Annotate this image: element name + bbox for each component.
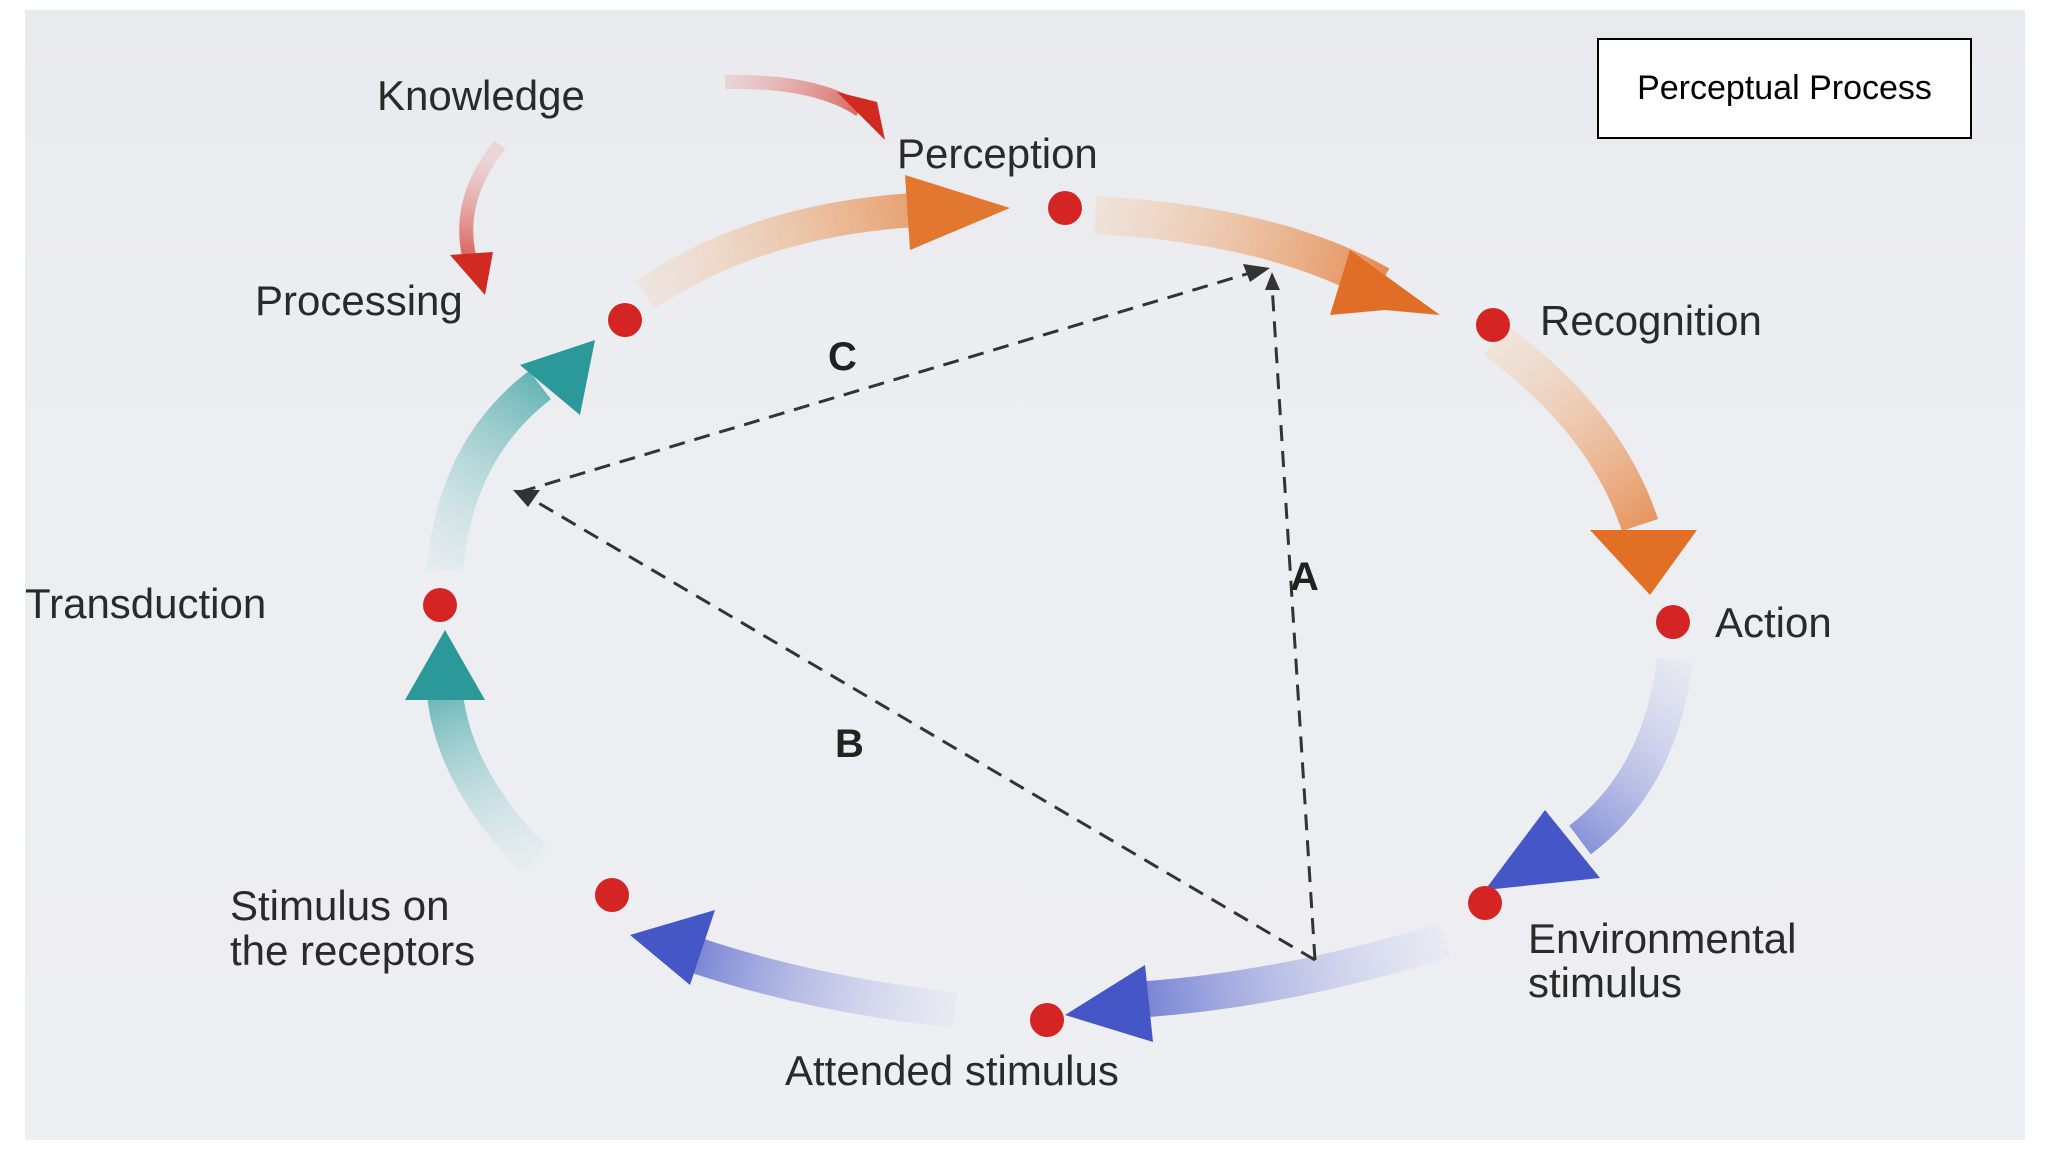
arrow-recognition-to-action [1483, 324, 1697, 595]
arrow-environmental-to-attended [1065, 922, 1451, 1042]
label-environmental-line2: stimulus [1528, 959, 1682, 1006]
label-knowledge: Knowledge [377, 72, 585, 119]
path-c-line [519, 264, 1270, 494]
label-receptors-line2: the receptors [230, 927, 475, 974]
label-receptors-line1: Stimulus on [230, 882, 449, 929]
node-transduction [423, 588, 457, 622]
node-recognition [1476, 308, 1510, 342]
path-label-b: B [835, 722, 864, 766]
path-a-line [1265, 272, 1317, 961]
label-processing: Processing [255, 277, 463, 324]
node-action [1656, 605, 1690, 639]
label-attended-stimulus: Attended stimulus [785, 1047, 1119, 1094]
label-recognition: Recognition [1540, 297, 1762, 344]
arrow-knowledge-to-processing [450, 140, 506, 295]
arrow-transduction-to-processing [427, 340, 595, 572]
path-label-a: A [1290, 555, 1319, 599]
arrow-perception-to-recognition [1093, 196, 1440, 315]
arrow-receptors-to-transduction [405, 630, 548, 873]
arrow-action-to-environmental [1485, 657, 1693, 890]
slide-title: Perceptual Process [1637, 69, 1932, 107]
path-label-c: C [828, 335, 857, 379]
label-perception: Perception [897, 130, 1098, 177]
node-perception [1048, 191, 1082, 225]
label-environmental-line1: Environmental [1528, 915, 1796, 962]
arrow-knowledge-to-perception [724, 74, 885, 140]
node-processing [608, 303, 642, 337]
label-transduction: Transduction [25, 580, 266, 627]
path-b-line [513, 490, 1316, 962]
arrow-attended-to-receptors [630, 910, 957, 1028]
perceptual-process-diagram: Knowledge Perception Recognition Action … [25, 10, 2025, 1140]
arrow-processing-to-perception [635, 175, 1010, 310]
label-action: Action [1715, 599, 1832, 646]
title-box: Perceptual Process [1597, 38, 1972, 139]
node-attended-stimulus [1030, 1003, 1064, 1037]
node-stimulus-on-receptors [595, 878, 629, 912]
node-environmental-stimulus [1468, 886, 1502, 920]
